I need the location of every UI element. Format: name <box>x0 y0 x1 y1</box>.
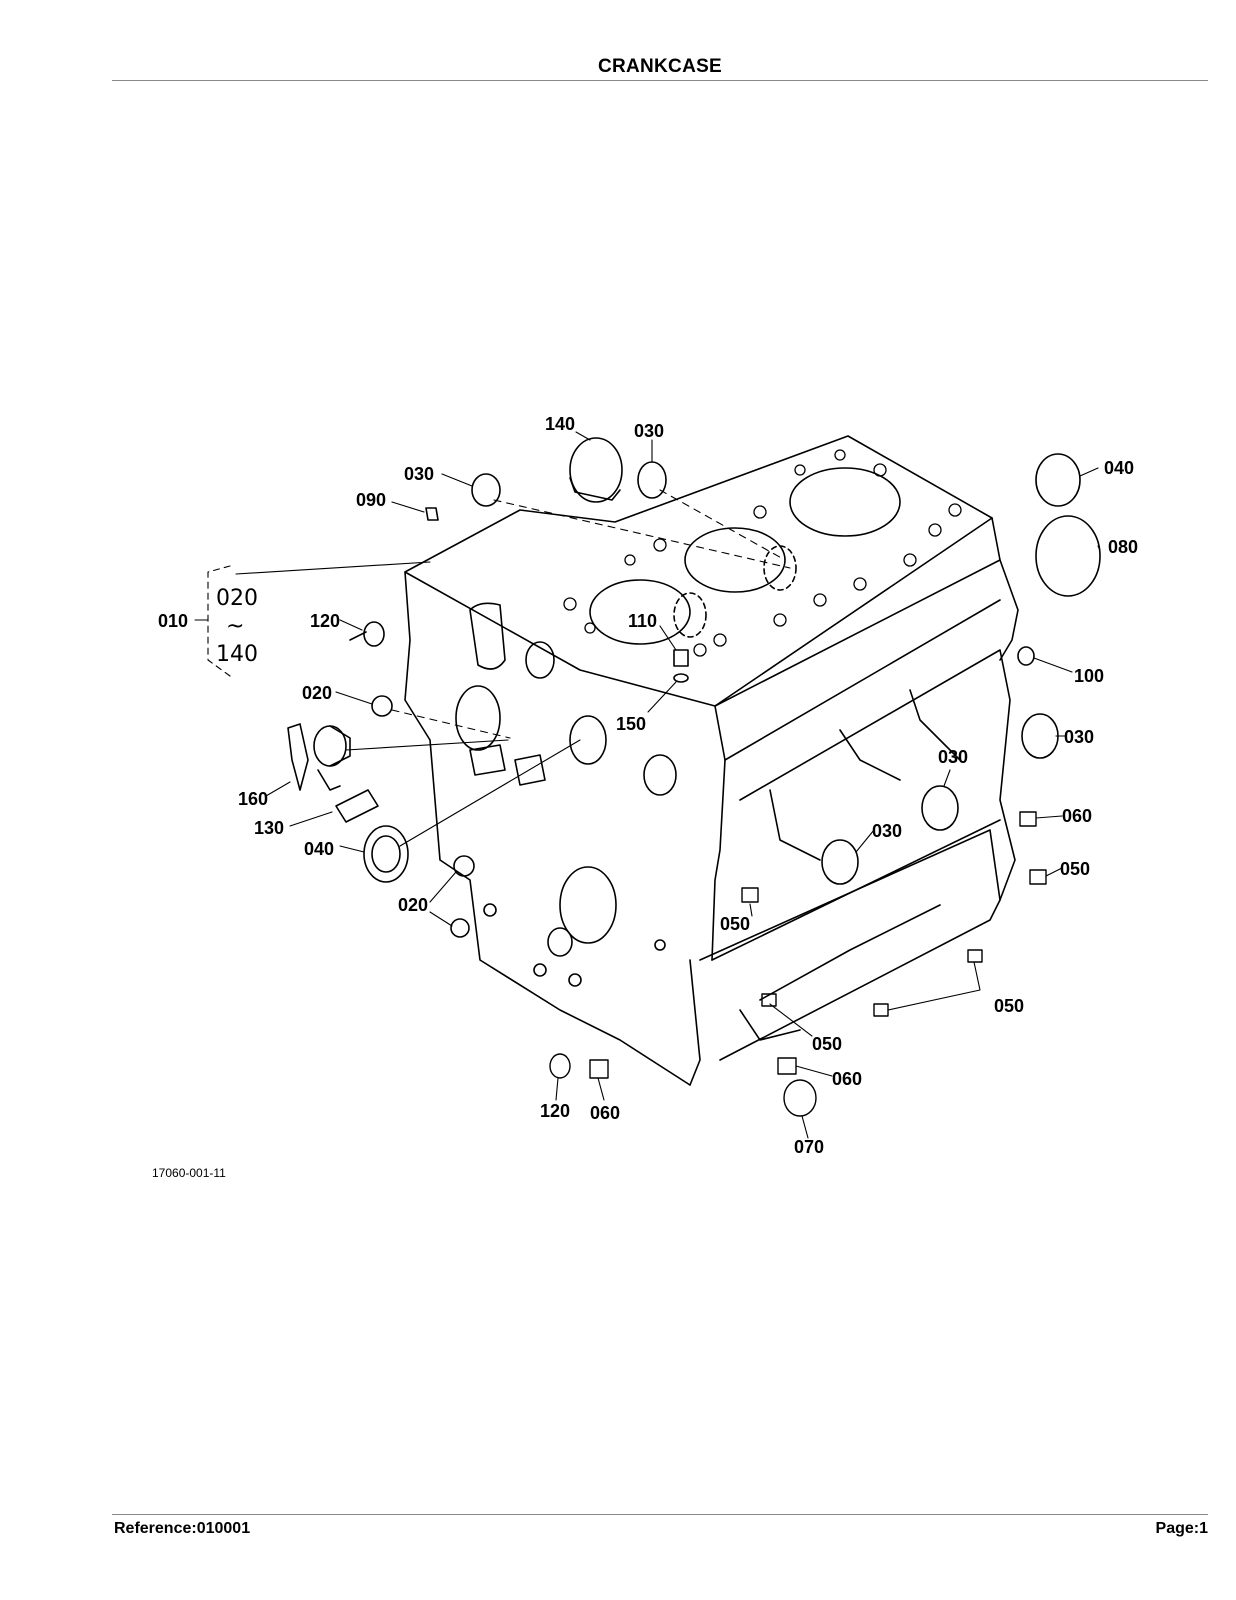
callout-030: 030 <box>634 421 664 441</box>
callout-020: 020 <box>302 683 332 703</box>
crankcase-block <box>404 435 1019 1086</box>
callout-100: 100 <box>1074 666 1104 686</box>
callout-090: 090 <box>356 490 386 510</box>
bush-120-top <box>349 621 385 647</box>
callout-130: 130 <box>254 818 284 838</box>
callout-050: 050 <box>720 914 750 934</box>
callout-060: 060 <box>1062 806 1092 826</box>
header-rule <box>112 80 1208 81</box>
callout-030: 030 <box>404 464 434 484</box>
plug-040-top <box>1035 453 1081 507</box>
group-range-end: 140 <box>216 642 258 667</box>
cap-140 <box>569 437 623 503</box>
pin-090 <box>425 507 439 521</box>
callout-050: 050 <box>812 1034 842 1054</box>
callout-labels: 140 030 030 090 040 080 120 110 100 020 … <box>158 414 1138 1157</box>
footer-reference: Reference:010001 <box>114 1520 251 1537</box>
callout-030: 030 <box>872 821 902 841</box>
callout-040: 040 <box>1104 458 1134 478</box>
plug-030-top <box>637 461 667 499</box>
seal-040-front <box>363 825 409 883</box>
plug-030-left <box>471 473 501 507</box>
callout-150: 150 <box>616 714 646 734</box>
callout-120: 120 <box>310 611 340 631</box>
bush-130 <box>335 789 379 823</box>
group-range-start: 020 <box>216 586 258 611</box>
group-range-separator: ~ <box>226 614 244 639</box>
callout-080: 080 <box>1108 537 1138 557</box>
callout-120: 120 <box>540 1101 570 1121</box>
callout-050: 050 <box>994 996 1024 1016</box>
callout-140: 140 <box>545 414 575 434</box>
callout-030: 030 <box>1064 727 1094 747</box>
footer-rule <box>112 1514 1208 1515</box>
callout-160: 160 <box>238 789 268 809</box>
cylinder-bores <box>589 467 901 645</box>
callout-050: 050 <box>1060 859 1090 879</box>
plugs-050-060-070 <box>549 811 1047 1117</box>
gasket-080 <box>1035 515 1101 597</box>
page-title: CRANKCASE <box>597 56 723 77</box>
callout-040: 040 <box>304 839 334 859</box>
pin-100 <box>1017 646 1035 666</box>
figure-id: 17060-001-11 <box>152 1166 226 1180</box>
callout-030: 030 <box>938 747 968 767</box>
pin-110-150 <box>673 649 689 683</box>
callout-020: 020 <box>398 895 428 915</box>
pins-020-front <box>450 855 475 938</box>
deck-holes <box>563 449 962 657</box>
footer-page-number: Page:1 <box>1155 1520 1208 1537</box>
leader-lines <box>194 431 1101 1139</box>
valve-160 <box>287 723 351 791</box>
front-face-openings <box>455 602 677 987</box>
callout-060: 060 <box>590 1103 620 1123</box>
callout-060: 060 <box>832 1069 862 1089</box>
group-label-010: 010 <box>158 611 188 631</box>
callout-070: 070 <box>794 1137 824 1157</box>
pin-020-top <box>371 695 393 717</box>
callout-110: 110 <box>628 611 657 631</box>
